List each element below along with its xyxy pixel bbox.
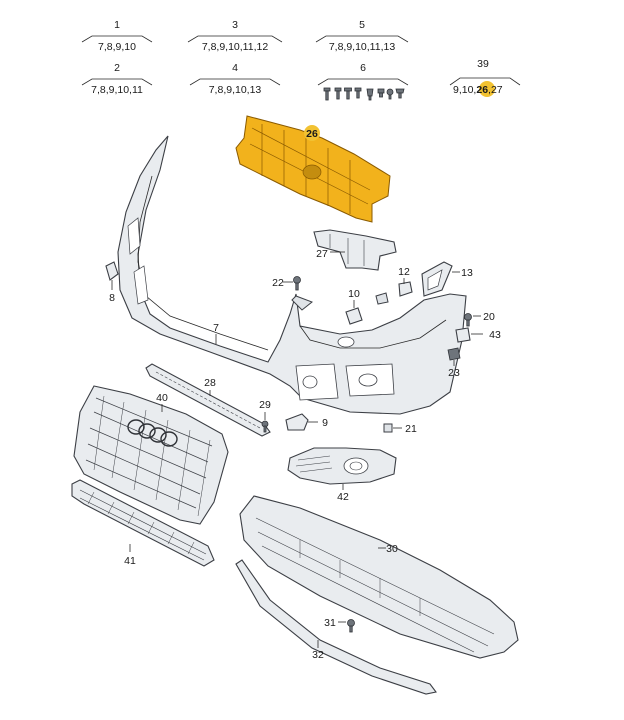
- group-refs: 7,8,9,10,11: [91, 84, 143, 96]
- label-29: 29: [259, 399, 271, 411]
- part-8-marker[interactable]: [105, 261, 119, 281]
- group-refs: 7,8,9,10,13: [209, 84, 262, 96]
- part-12-clip[interactable]: [398, 281, 413, 297]
- part-13-frame[interactable]: [421, 261, 453, 297]
- label-27: 27: [316, 248, 328, 260]
- part-10-bracket[interactable]: [345, 307, 363, 325]
- callout-group-1: 1 7,8,9,10: [81, 19, 153, 53]
- part-21-clip[interactable]: [383, 423, 393, 433]
- callout-group-39: 39 9,10,26,27: [449, 58, 521, 97]
- label-26: 26: [306, 128, 318, 140]
- part-29-clip[interactable]: [261, 420, 269, 433]
- group-refs: 9,10,26,27: [453, 84, 503, 96]
- label-7: 7: [213, 322, 219, 334]
- part-28-strip[interactable]: [145, 363, 271, 437]
- group-id: 4: [232, 62, 238, 74]
- badge-26: [304, 125, 320, 141]
- group-id: 1: [114, 19, 120, 31]
- group-id: 5: [359, 19, 365, 31]
- highlight-badge: [479, 81, 495, 97]
- group-id: 39: [477, 58, 489, 70]
- part-30-underbody-panel[interactable]: [239, 495, 519, 659]
- label-23: 23: [448, 367, 460, 379]
- label-20: 20: [483, 311, 495, 323]
- group-refs: 7,8,9,10,11,12: [202, 41, 269, 53]
- part-41-lower-grille[interactable]: [71, 479, 215, 567]
- part-9-cap[interactable]: [285, 413, 309, 431]
- audi-rings-logo: [127, 419, 178, 447]
- callout-group-5: 5 7,8,9,10,11,13: [315, 19, 409, 53]
- callout-group-3: 3 7,8,9,10,11,12: [187, 19, 283, 53]
- group-refs: 7,8,9,10: [98, 41, 136, 53]
- callout-group-6: 6: [317, 62, 409, 101]
- callout-group-2: 2 7,8,9,10,11: [81, 62, 153, 96]
- group-refs: 7,8,9,10,11,13: [329, 41, 396, 53]
- part-20-screw[interactable]: [464, 313, 472, 327]
- label-28: 28: [204, 377, 216, 389]
- label-41: 41: [124, 555, 136, 567]
- label-22: 22: [272, 277, 284, 289]
- part-23-clip[interactable]: [447, 347, 461, 361]
- part-26-bracket[interactable]: [235, 115, 391, 223]
- part-31-screw[interactable]: [347, 619, 355, 633]
- part-42-fog-grille[interactable]: [287, 447, 397, 485]
- part-7-bumper-cover[interactable]: [117, 135, 467, 415]
- label-32: 32: [312, 649, 324, 661]
- callout-group-4: 4 7,8,9,10,13: [189, 62, 281, 96]
- group-id: 2: [114, 62, 120, 74]
- part-22-screw[interactable]: [293, 276, 301, 291]
- part-clip-small[interactable]: [375, 292, 389, 305]
- label-8: 8: [109, 292, 115, 304]
- label-43: 43: [489, 329, 501, 341]
- label-40: 40: [156, 392, 168, 404]
- label-30: 30: [386, 543, 398, 555]
- part-43-grommet[interactable]: [455, 327, 471, 343]
- label-31: 31: [324, 617, 336, 629]
- label-9: 9: [322, 417, 328, 429]
- label-42: 42: [337, 491, 349, 503]
- label-12: 12: [398, 266, 410, 278]
- label-13: 13: [461, 267, 473, 279]
- part-32-spoiler-strip[interactable]: [235, 559, 437, 695]
- fastener-set: [323, 87, 405, 101]
- label-10: 10: [348, 288, 360, 300]
- part-27-bracket[interactable]: [313, 229, 397, 271]
- group-id: 3: [232, 19, 238, 31]
- label-21: 21: [405, 423, 417, 435]
- group-id: 6: [360, 62, 366, 74]
- part-40-grille[interactable]: [73, 385, 229, 525]
